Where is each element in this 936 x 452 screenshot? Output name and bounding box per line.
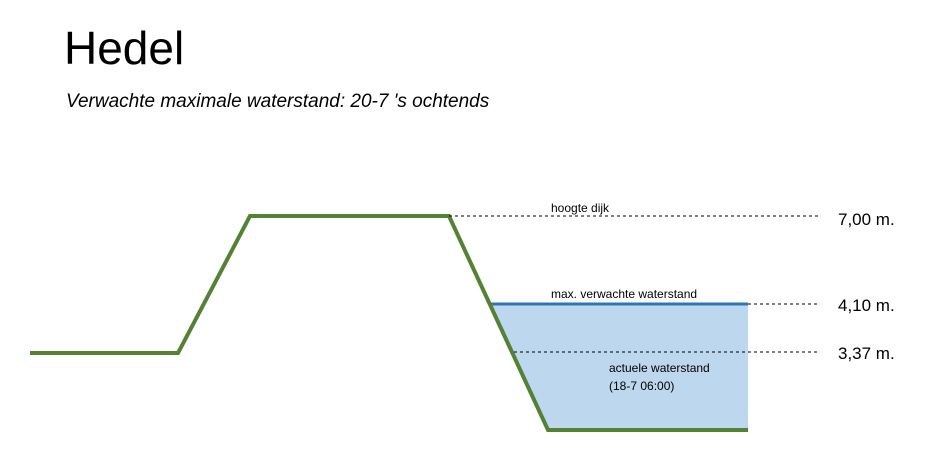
dike-height-value: 7,00 m. — [838, 210, 895, 229]
water-area — [489, 304, 748, 430]
current-water-label: actuele waterstand — [609, 361, 710, 375]
dike-profile — [30, 214, 748, 432]
max-water-value: 4,10 m. — [838, 296, 895, 315]
page-title: Hedel — [64, 22, 185, 74]
current-water-value: 3,37 m. — [838, 344, 895, 363]
dike-height-label: hoogte dijk — [551, 201, 610, 215]
current-water-timestamp: (18-7 06:00) — [609, 379, 674, 393]
max-water-label: max. verwachte waterstand — [551, 287, 697, 301]
page-subtitle: Verwachte maximale waterstand: 20-7 's o… — [66, 91, 490, 112]
